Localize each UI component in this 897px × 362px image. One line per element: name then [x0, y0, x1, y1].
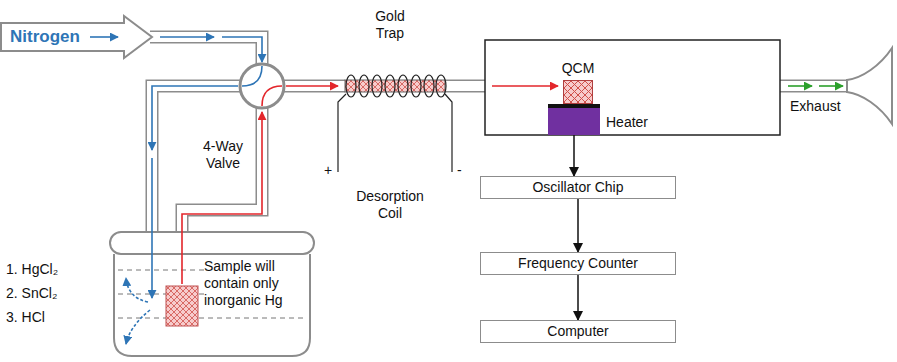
- part-label: Nitrogen: [0, 14, 154, 60]
- sample-bottle: [110, 232, 314, 356]
- part-label: 4-Way Valve: [196, 138, 250, 172]
- gold-trap: [338, 75, 452, 172]
- valve-passage: [262, 86, 282, 106]
- part-label: Desorption Coil: [350, 188, 430, 222]
- flow-arrow: [286, 85, 338, 87]
- box-label: Frequency Counter: [518, 255, 638, 272]
- gas-tubing: [150, 37, 848, 232]
- exhaust-flow: [788, 85, 843, 87]
- bottle-cap: [110, 232, 314, 254]
- flow-arrow: [222, 37, 262, 62]
- reagent-label: 1. HgCl₂: [6, 261, 58, 278]
- polarity-sign: -: [457, 162, 462, 179]
- tube-bore: [150, 37, 848, 232]
- bottle-body: [114, 254, 310, 356]
- valve-passage: [242, 66, 262, 86]
- flow-arrow: [151, 158, 153, 298]
- signal-arrow: [577, 199, 579, 252]
- coil-turn: [436, 75, 446, 97]
- part-label: Exhaust: [790, 98, 841, 115]
- detection-chamber: [485, 40, 780, 135]
- coil-turn: [346, 75, 356, 97]
- process-box: Oscillator Chip: [480, 176, 676, 199]
- reagent-label: 2. SnCl₂: [6, 285, 57, 302]
- coil-turn: [398, 75, 408, 97]
- part-label: QCM: [562, 60, 595, 77]
- reagent-level: [118, 318, 306, 319]
- bubble-arrow: [126, 310, 150, 344]
- box-label: Oscillator Chip: [532, 179, 623, 196]
- coil-turn: [372, 75, 382, 97]
- heater-block: Heater: [548, 104, 600, 135]
- polarity-sign: +: [324, 162, 332, 179]
- box-label: Computer: [547, 323, 608, 340]
- gas-inlet-arrow: Nitrogen: [0, 14, 154, 60]
- part-label: Heater: [606, 113, 648, 130]
- coil-lead: [445, 94, 452, 172]
- coil-turn: [424, 75, 434, 97]
- tube-wall: [150, 37, 848, 232]
- flow-arrow: [160, 36, 214, 38]
- bubble-arrow: [126, 278, 148, 302]
- qcm-crystal: QCM: [563, 80, 593, 104]
- flow-arrow: [492, 85, 558, 87]
- coil-turn: [385, 75, 395, 97]
- coil-lead: [338, 94, 346, 172]
- process-box: Frequency Counter: [480, 252, 676, 275]
- coil-turn: [411, 75, 421, 97]
- process-box: Computer: [480, 320, 676, 343]
- flow-arrow: [90, 36, 118, 38]
- reagent-label: 3. HCl: [6, 309, 45, 326]
- part-label: Gold Trap: [362, 8, 418, 42]
- coil-turn: [359, 75, 369, 97]
- flow-arrow: [788, 85, 812, 87]
- exhaust-funnel: [847, 48, 892, 124]
- signal-arrow: [573, 135, 575, 176]
- note-text: Sample will contain only inorganic Hg: [204, 258, 306, 309]
- flow-arrow: [819, 85, 843, 87]
- sample-block: [166, 286, 198, 326]
- four-way-valve: [240, 64, 284, 108]
- signal-arrow: [577, 275, 579, 320]
